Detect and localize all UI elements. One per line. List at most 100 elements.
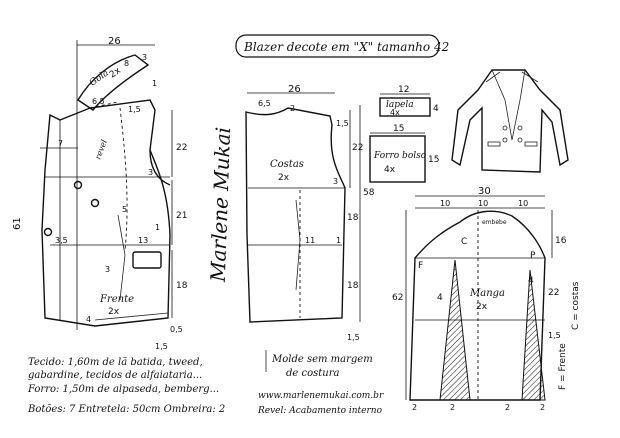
sleeve-side-f: F = Frente xyxy=(558,343,568,390)
front-button-3 xyxy=(43,227,53,237)
front-h15: 1,5 xyxy=(155,342,168,351)
signature-text: Marlene Mukai xyxy=(206,127,235,284)
pocket-h: 15 xyxy=(428,155,439,165)
front-m13: 13 xyxy=(138,236,148,245)
sleeve-label: Manga xyxy=(469,288,505,299)
lapel-h: 4 xyxy=(433,104,439,114)
sleeve-h16: 16 xyxy=(555,236,567,246)
title-frame xyxy=(235,34,440,58)
sleeve-cap-note: embebe xyxy=(482,219,507,226)
sleeve-m2d: 2 xyxy=(540,403,545,412)
materials-tecido2: gabardine, tecidos de alfaiataria... xyxy=(28,370,202,381)
front-m3: 3 xyxy=(148,168,153,177)
sleeve-h62: 62 xyxy=(392,293,403,303)
materials-botoes: Botões: 7 Entretela: 50cm Ombreira: 2 xyxy=(27,404,225,415)
mold-note: Molde sem margem de costura xyxy=(265,350,373,379)
blazer-illustration xyxy=(451,69,569,173)
page-title: Blazer decote em "X" tamanho 42 xyxy=(243,40,449,54)
back-top-width: 26 xyxy=(288,84,301,95)
front-outline xyxy=(41,99,171,327)
front-dart xyxy=(117,214,126,301)
footer-revel-note: Revel: Acabamento interno xyxy=(257,406,383,416)
sleeve-m4b: 4 xyxy=(528,276,534,286)
sleeve-C: C xyxy=(461,237,467,247)
sleeve-m2a: 2 xyxy=(412,403,417,412)
sleeve-side-c: C = costas xyxy=(571,281,581,330)
pocket-count: 4x xyxy=(384,165,396,175)
back-h22: 22 xyxy=(352,143,363,153)
front-height-61: 61 xyxy=(12,217,23,230)
back-shoulder: 6,5 xyxy=(258,99,271,108)
front-m05: 0,5 xyxy=(170,325,183,334)
mold-note-line1: Molde sem margem xyxy=(271,354,373,365)
blazer-pocket-right xyxy=(524,141,538,147)
front-m3b: 3 xyxy=(105,265,110,274)
sleeve-piece: 30 10 10 10 embebe F C P 16 62 22 4 4 1,… xyxy=(392,186,581,412)
sleeve-t10a: 10 xyxy=(440,199,450,208)
blazer-lapel-lines xyxy=(491,69,526,141)
sleeve-count: 2x xyxy=(476,302,488,312)
collar-label: Gola xyxy=(88,68,111,88)
lapel-piece: 12 lapela 4x 4 xyxy=(379,85,439,117)
front-count: 2x xyxy=(108,307,120,317)
front-h21: 21 xyxy=(176,211,187,221)
materials-block: Tecido: 1,60m de lã batida, tweed, gabar… xyxy=(27,357,225,415)
back-m15b: 1,5 xyxy=(347,333,360,342)
back-m1: 1 xyxy=(336,236,341,245)
sleeve-w30: 30 xyxy=(478,186,491,197)
materials-forro: Forro: 1,50m de alpaseda, bemberg... xyxy=(27,384,219,395)
back-m11: 11 xyxy=(305,236,315,245)
front-shoulder-dash xyxy=(89,101,119,109)
front-label: Frente xyxy=(99,294,134,305)
blazer-body xyxy=(451,69,569,173)
collar-count: 2x xyxy=(108,66,123,81)
blazer-collar xyxy=(485,71,539,83)
front-m4: 4 xyxy=(86,315,91,324)
sleeve-P: P xyxy=(530,251,536,261)
front-m5: 5 xyxy=(122,205,127,214)
front-r15: 1,5 xyxy=(128,105,141,114)
materials-tecido: Tecido: 1,60m de lã batida, tweed, xyxy=(28,357,203,368)
front-h22: 22 xyxy=(176,143,187,153)
front-armhole xyxy=(149,149,171,186)
sleeve-outline xyxy=(409,210,546,401)
blazer-pocket-left xyxy=(487,141,501,147)
back-h18a: 18 xyxy=(347,213,359,223)
back-m3: 3 xyxy=(333,177,338,186)
front-top-width: 26 xyxy=(108,36,121,47)
front-m1b: 1 xyxy=(155,223,160,232)
back-m2: 2 xyxy=(290,104,295,113)
back-label: Costas xyxy=(270,159,304,170)
pocket-label: Forro bolso xyxy=(373,151,427,161)
back-m15: 1,5 xyxy=(336,119,349,128)
front-button-2 xyxy=(90,198,100,208)
sleeve-hatch-left xyxy=(439,259,471,401)
front-revel-label: revel xyxy=(93,138,109,161)
footer: www.marlenemukai.com.br Revel: Acabament… xyxy=(257,391,384,416)
pocket-rect xyxy=(369,135,426,183)
sleeve-F: F xyxy=(418,261,423,271)
front-revel-line xyxy=(119,107,128,251)
back-count: 2x xyxy=(278,173,290,183)
front-m35: 3,5 xyxy=(55,236,68,245)
front-h18: 18 xyxy=(176,281,188,291)
lapel-label: lapela xyxy=(386,100,414,110)
sleeve-t10c: 10 xyxy=(518,199,528,208)
sleeve-hatch-right xyxy=(521,269,546,401)
blazer-button-3 xyxy=(502,137,508,143)
sleeve-m2b: 2 xyxy=(450,403,455,412)
title-block: Blazer decote em "X" tamanho 42 xyxy=(235,34,449,58)
footer-website: www.marlenemukai.com.br xyxy=(258,391,384,401)
back-piece: 26 6,5 2 1,5 22 58 3 11 1 18 18 1,5 Cost… xyxy=(245,84,375,342)
front-pocket xyxy=(132,251,162,269)
front-m1: 1 xyxy=(152,79,157,88)
mold-note-line2: de costura xyxy=(286,368,339,379)
front-button-1 xyxy=(73,180,83,190)
pocket-piece: 15 Forro bolso 4x 15 xyxy=(369,124,439,183)
sleeve-m4a: 4 xyxy=(437,293,443,303)
front-shoulder: 6,5 xyxy=(92,97,105,106)
sleeve-m2c: 2 xyxy=(505,403,510,412)
back-h18b: 18 xyxy=(347,281,359,291)
lapel-w: 12 xyxy=(398,85,409,95)
